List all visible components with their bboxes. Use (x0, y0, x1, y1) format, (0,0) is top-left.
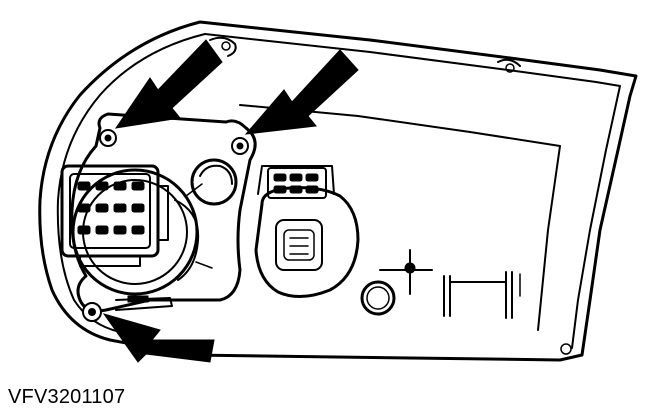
harness-strap (115, 295, 173, 311)
callout-arrow-bottom-left (102, 313, 215, 363)
small-lamp-opening (360, 280, 396, 316)
connector-pins (77, 181, 145, 235)
wire-clip-assembly (379, 249, 521, 319)
mounting-screw-bottom-left (82, 302, 102, 322)
mounting-screw-top-left (99, 129, 117, 147)
housing-outline (38, 20, 638, 362)
figure-code-caption: VFV3201107 (8, 386, 126, 408)
callout-arrow-top-right (244, 49, 359, 135)
access-port (190, 158, 238, 206)
callout-arrow-top-left (114, 39, 223, 129)
mounting-screw-top-right (231, 137, 249, 155)
multi-pin-connector (60, 164, 169, 267)
secondary-socket (254, 165, 360, 298)
socket-mounting-plate (70, 112, 257, 322)
secondary-socket-pins (273, 173, 319, 194)
